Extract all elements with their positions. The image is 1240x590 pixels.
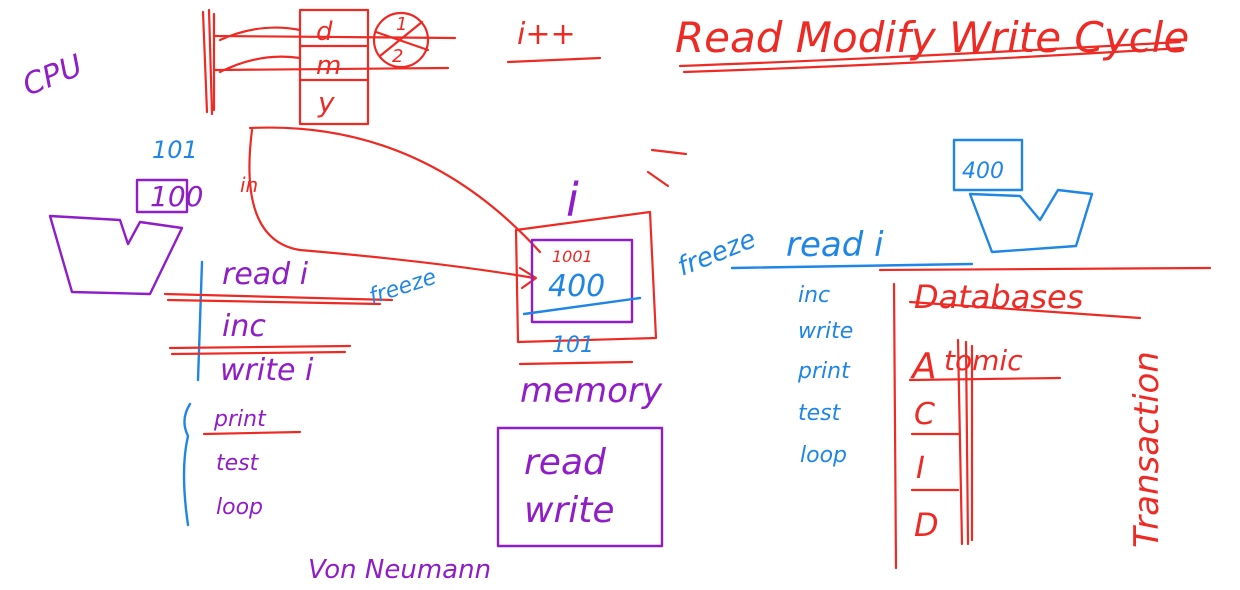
memory-value-strike bbox=[522, 296, 642, 316]
right-step-4: test bbox=[798, 401, 842, 426]
register-m: m bbox=[316, 51, 341, 81]
left-alu-funnel bbox=[48, 214, 184, 296]
pie-circle bbox=[372, 11, 430, 69]
databases-frame bbox=[878, 266, 1212, 570]
cpu-label: CPU bbox=[18, 48, 88, 103]
pie-value-top: 1 bbox=[396, 14, 407, 35]
left-after-2: test bbox=[216, 451, 260, 476]
increment-underline bbox=[506, 56, 602, 64]
left-after-1-underline bbox=[202, 430, 302, 436]
left-freeze: freeze bbox=[366, 265, 439, 310]
left-step-1: read i bbox=[222, 257, 309, 292]
memory-label: memory bbox=[520, 371, 663, 411]
memory-ops-box bbox=[496, 426, 664, 548]
memory-value-under: 101 bbox=[552, 333, 594, 358]
memory-base bbox=[518, 360, 634, 366]
left-step-3: write i bbox=[220, 353, 314, 388]
memory-op-write: write bbox=[524, 490, 615, 531]
register-dividers bbox=[298, 44, 370, 82]
in-label: in bbox=[240, 173, 258, 197]
pie-dividers bbox=[374, 20, 430, 58]
acid-c: C bbox=[914, 397, 935, 432]
pie-value-bottom: 2 bbox=[392, 46, 403, 67]
left-after-3: loop bbox=[216, 495, 263, 520]
right-alu-funnel bbox=[968, 188, 1094, 254]
pointer-arrow bbox=[646, 148, 688, 188]
left-step-2-underline bbox=[168, 344, 352, 356]
acid-d: D bbox=[914, 506, 939, 544]
databases-title: Databases bbox=[914, 278, 1083, 316]
memory-value-main: 400 bbox=[548, 269, 605, 304]
right-read-underline bbox=[730, 262, 974, 270]
right-freeze: freeze bbox=[673, 224, 760, 282]
von-neumann-label: Von Neumann bbox=[308, 555, 491, 585]
atomic-underline bbox=[908, 376, 1062, 382]
title-underline bbox=[678, 40, 1184, 74]
left-value-top: 101 bbox=[152, 136, 198, 164]
right-value-box bbox=[952, 138, 1024, 192]
acid-atomic-rest: tomic bbox=[944, 344, 1023, 377]
right-read: read i bbox=[786, 225, 884, 265]
memory-value-top: 1001 bbox=[552, 247, 593, 266]
register-y: y bbox=[317, 86, 335, 119]
right-step-3: print bbox=[797, 359, 851, 384]
right-step-1: inc bbox=[798, 283, 830, 308]
title-text: Read Modify Write Cycle bbox=[675, 13, 1189, 62]
left-brace bbox=[182, 260, 204, 527]
left-step-1-underline bbox=[163, 292, 394, 306]
right-step-5: loop bbox=[800, 443, 847, 468]
memory-arrowhead bbox=[518, 266, 538, 290]
register-d: d bbox=[316, 17, 333, 47]
memory-path-top bbox=[248, 126, 542, 254]
left-step-2: inc bbox=[222, 309, 266, 344]
right-value-box-text: 400 bbox=[962, 159, 1004, 184]
memory-op-read: read bbox=[524, 442, 607, 483]
right-step-2: write bbox=[798, 319, 853, 344]
left-after-1: print bbox=[213, 407, 267, 432]
register-stack bbox=[298, 8, 370, 126]
memory-cell-outer bbox=[514, 210, 658, 344]
variable-label: i bbox=[566, 173, 579, 227]
increment-text: i++ bbox=[517, 17, 576, 52]
cpu-bus-lines bbox=[213, 26, 457, 74]
left-value-box-text: 100 bbox=[150, 180, 203, 213]
memory-cell-inner bbox=[530, 238, 634, 324]
acid-bar bbox=[956, 338, 974, 546]
acid-i: I bbox=[916, 451, 925, 486]
cpu-bus bbox=[201, 8, 216, 116]
left-value-box bbox=[135, 178, 189, 214]
transaction-label: Transaction bbox=[1127, 351, 1167, 548]
memory-path-bottom bbox=[248, 128, 536, 280]
